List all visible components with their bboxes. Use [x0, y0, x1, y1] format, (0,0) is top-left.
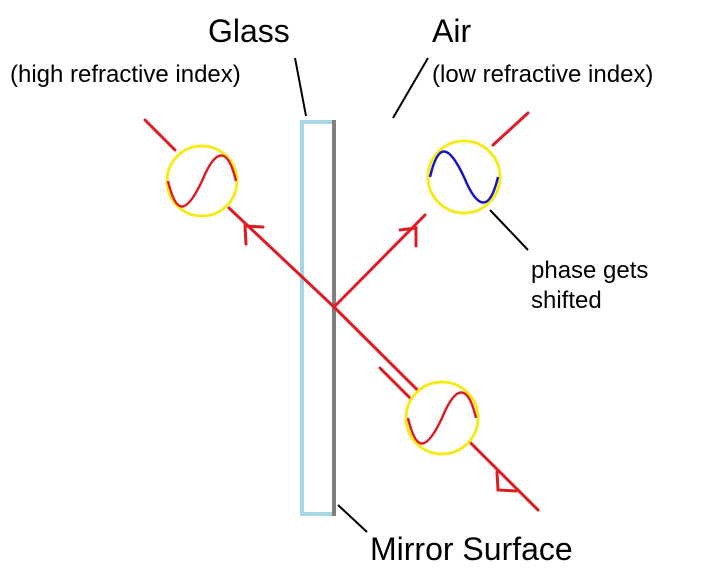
air-leader-line [392, 57, 429, 119]
transmitted-wave [166, 154, 238, 208]
transmitted-wave-indicator [165, 144, 239, 218]
transmitted-ray [227, 206, 336, 309]
reflected-wave-indicator [426, 139, 502, 215]
transmitted-ray-tail [143, 118, 177, 152]
reflected-ray [332, 213, 427, 309]
glass-leader-line [294, 57, 307, 117]
phase-leader-line [489, 209, 529, 251]
mirror-leader-line [337, 504, 368, 533]
incident-wave [406, 391, 478, 445]
reflected-ray-tail [491, 111, 530, 147]
incident-ray-head [378, 366, 412, 400]
phase-label-line2: shifted [531, 287, 602, 314]
glass-note: (high refractive index) [10, 61, 241, 88]
glass-label: Glass [208, 13, 290, 49]
phase-label-line1: phase gets [531, 257, 648, 284]
incident-wave-indicator [404, 380, 480, 456]
mirror-surface-label: Mirror Surface [370, 531, 573, 567]
air-note: (low refractive index) [432, 61, 653, 88]
air-label: Air [432, 13, 471, 49]
reflected-wave-shifted [428, 150, 500, 204]
glass-slab [300, 120, 336, 516]
